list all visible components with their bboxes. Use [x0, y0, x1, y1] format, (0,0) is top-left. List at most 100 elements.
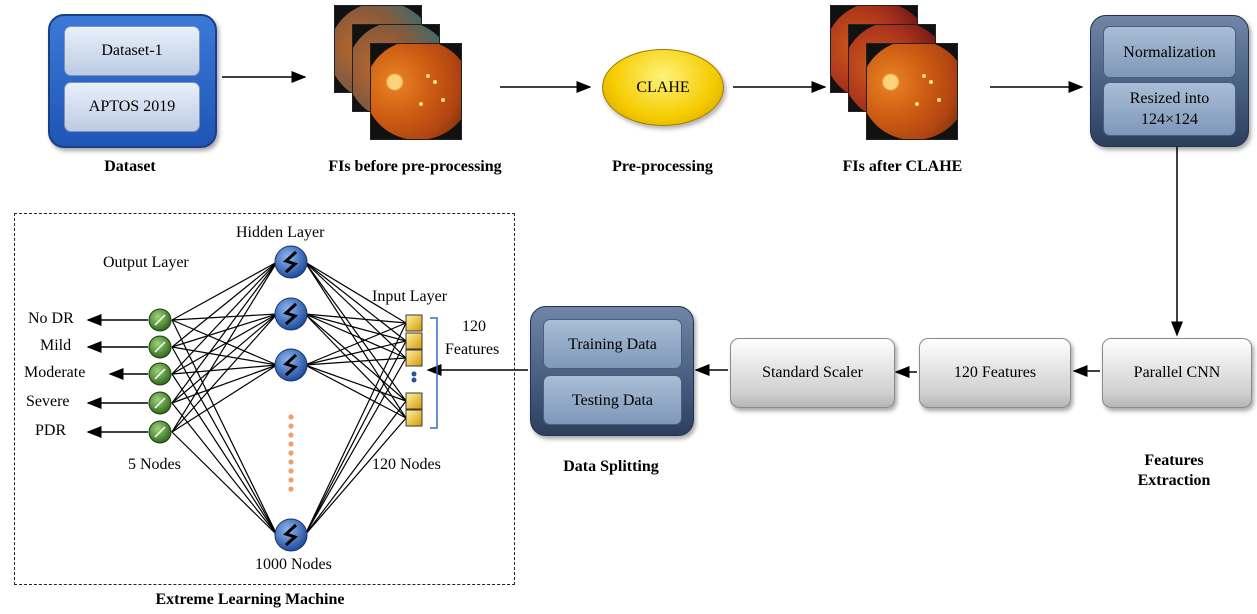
normalization-item: Normalization [1103, 26, 1236, 78]
ellipsis-dot [288, 414, 294, 420]
fis-after-caption: FIs after CLAHE [842, 158, 963, 175]
input-hidden-link [304, 313, 407, 359]
linear-activation-icon [154, 341, 166, 353]
input-hidden-link [304, 313, 407, 324]
hidden-output-link [171, 313, 278, 375]
input-node [405, 409, 423, 427]
ellipsis-dot [288, 432, 294, 438]
fundus-image-front [866, 43, 958, 140]
resize-line2: 124×124 [1140, 111, 1199, 128]
hidden-output-link [171, 346, 278, 366]
output-label-moderate: Moderate [24, 364, 86, 381]
ellipsis-dot [411, 371, 417, 377]
sigmoid-activation-icon [283, 250, 298, 274]
hidden-output-link [171, 261, 278, 321]
output-layer-label: Output Layer [103, 254, 189, 271]
hidden-output-link [171, 373, 278, 536]
hidden-output-link [171, 364, 278, 433]
data-splitting-box: Training Data Testing Data [530, 306, 694, 436]
hidden-output-link [171, 313, 278, 404]
clahe-label: CLAHE [636, 78, 690, 96]
input-hidden-link [304, 261, 407, 324]
fis-before-caption: FIs before pre-processing [328, 158, 502, 175]
ellipsis-dot [288, 441, 294, 447]
ellipsis-dot [288, 459, 294, 465]
output-label-severe: Severe [26, 393, 70, 410]
input-hidden-link [304, 340, 407, 536]
preprocessing-caption: Pre-processing [612, 158, 713, 175]
caption-line2: Extraction [1137, 472, 1211, 489]
input-hidden-link [304, 261, 407, 402]
resize-item: Resized into 124×124 [1103, 82, 1236, 136]
hidden-layer-label: Hidden Layer [236, 224, 325, 241]
hidden-output-link [171, 431, 278, 536]
clahe-ellipse: CLAHE [602, 49, 724, 126]
training-data-item: Training Data [543, 319, 682, 369]
features-box: 120 Features [919, 338, 1071, 408]
linear-activation-icon [154, 314, 166, 326]
hidden-output-link [171, 313, 278, 348]
output-nodes-label: 5 Nodes [128, 456, 181, 473]
input-nodes-label: 120 Nodes [372, 456, 441, 473]
sigmoid-activation-icon [283, 353, 298, 377]
ellipsis-dot [411, 377, 417, 383]
caption-line1: Features [1144, 452, 1204, 469]
features-word-label: Features [445, 341, 500, 358]
input-layer-label: Input Layer [372, 288, 448, 305]
input-hidden-link [304, 322, 407, 536]
aptos-2019-item: APTOS 2019 [64, 82, 200, 132]
fundus-image-front [370, 43, 462, 140]
input-hidden-link [304, 364, 407, 419]
hidden-output-link [171, 364, 278, 375]
features-count-label: 120 [462, 318, 486, 335]
input-hidden-link [304, 357, 407, 536]
hidden-output-link [171, 319, 278, 366]
input-hidden-link [304, 261, 407, 419]
input-hidden-link [304, 364, 407, 402]
linear-activation-icon [154, 397, 166, 409]
hidden-output-link [171, 402, 278, 536]
testing-data-item: Testing Data [543, 375, 682, 425]
input-hidden-link [304, 261, 407, 359]
input-node [405, 332, 423, 350]
elm-frame [14, 213, 515, 585]
hidden-output-link [171, 346, 278, 536]
sigmoid-activation-icon [283, 302, 298, 326]
sigmoid-activation-icon [283, 523, 298, 547]
input-hidden-link [304, 313, 407, 342]
hidden-output-link [171, 261, 278, 433]
input-hidden-link [304, 322, 407, 366]
hidden-output-link [171, 261, 278, 348]
input-hidden-link [304, 261, 407, 342]
ellipsis-dot [288, 468, 294, 474]
hidden-output-link [171, 364, 278, 404]
data-splitting-caption: Data Splitting [563, 458, 659, 475]
elm-caption: Extreme Learning Machine [155, 591, 345, 608]
input-node [405, 314, 423, 332]
hidden-output-link [171, 313, 278, 321]
standard-scaler-box: Standard Scaler [730, 338, 895, 408]
ellipsis-dot [288, 423, 294, 429]
input-hidden-link [304, 400, 407, 536]
output-label-mild: Mild [40, 337, 72, 354]
hidden-output-link [171, 313, 278, 433]
input-hidden-link [304, 313, 407, 419]
output-label-nodr: No DR [28, 310, 74, 327]
input-node [405, 349, 423, 367]
normalize-box: Normalization Resized into 124×124 [1090, 15, 1249, 147]
input-hidden-link [304, 340, 407, 366]
dataset-1-item: Dataset-1 [64, 26, 200, 76]
parallel-cnn-box: Parallel CNN [1102, 338, 1252, 408]
ellipsis-dot [288, 486, 294, 492]
dataset-box: Dataset-1 APTOS 2019 [48, 14, 217, 148]
hidden-nodes-label: 1000 Nodes [255, 556, 332, 573]
linear-activation-icon [154, 426, 166, 438]
input-node [405, 392, 423, 410]
features-extraction-caption: Features Extraction [1100, 451, 1248, 491]
input-hidden-link [304, 417, 407, 536]
resize-line1: Resized into [1129, 90, 1210, 107]
linear-activation-icon [154, 368, 166, 380]
features-bracket [430, 317, 438, 429]
output-label-pdr: PDR [35, 422, 67, 439]
